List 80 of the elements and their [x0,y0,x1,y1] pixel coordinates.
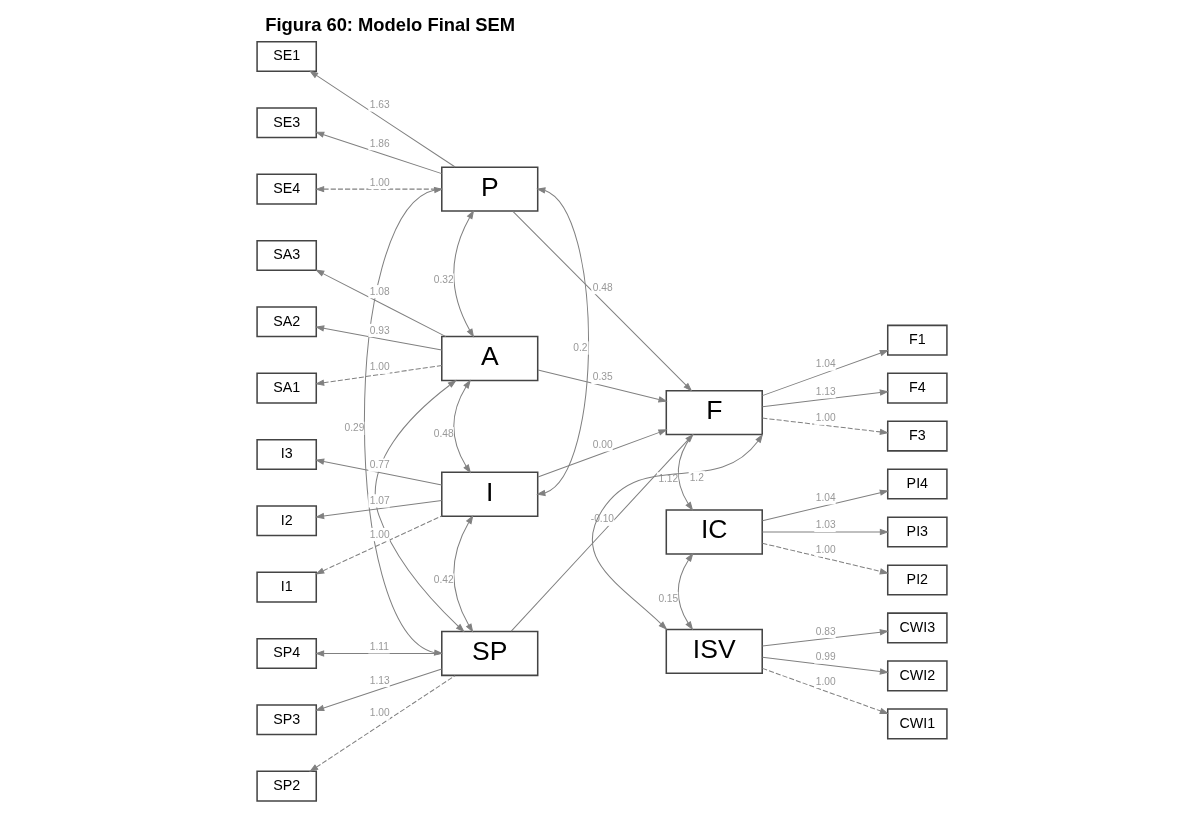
edge-label: 0.48 [433,427,454,439]
edge-label: 0.32 [433,273,454,285]
arrow [677,552,694,630]
node-box: SA2 [255,305,317,337]
edge-label: 1.07 [369,494,390,506]
arrow [314,499,442,519]
node-box: PI3 [886,515,948,548]
edge-label: 0.2 [572,341,587,353]
edge-label: 0.48 [592,281,613,293]
node-box: SE3 [255,106,317,138]
edge-label: 0.83 [815,625,836,637]
edge-label: 1.04 [815,357,836,369]
edge-label: 0.99 [815,650,836,662]
arrow [452,378,471,474]
arrow [314,514,442,574]
edge-label: 1.00 [369,360,390,372]
node-box: SE4 [255,173,317,205]
node-box: F4 [886,372,948,404]
arrow [452,209,474,338]
edge-label: 0.42 [433,573,454,585]
arrow [308,70,456,167]
edge-label: 1.03 [815,518,836,530]
edge-label: 1.63 [369,98,390,110]
arrow [314,131,442,174]
edge-label: 1.13 [369,674,390,686]
arrow [314,667,442,711]
node-box: F3 [886,420,948,452]
edge-label: 1.11 [369,640,389,652]
arrow [536,428,668,477]
node-box: SP3 [255,703,317,735]
node-box: SA1 [255,372,317,404]
node-box: IC [665,508,763,555]
node-box: F [665,389,763,435]
node-box: CWI1 [886,707,948,739]
node-box: SA3 [255,239,317,271]
edge-label: 1.00 [815,675,836,687]
arrow [452,514,473,633]
node-box: PI4 [886,468,948,500]
edge-label: 1.00 [369,528,390,540]
diagram-title: Figura 60: Modelo Final SEM [264,13,515,35]
node-box: SP4 [255,637,317,669]
edge-label: 0.29 [344,421,364,433]
arrow [511,210,692,392]
arrow [761,628,889,646]
node-box: SE1 [255,40,317,72]
edge-label: 1.08 [369,285,390,297]
node-box: A [440,335,538,381]
node-box: F1 [886,324,948,356]
edge-label: 0.15 [657,592,678,604]
arrow [761,667,889,714]
edge-label: 1.13 [815,385,836,397]
node-box: I2 [255,504,317,536]
edge-label: 1.00 [369,706,390,718]
edge-label: 1.00 [815,543,836,555]
arrow [761,417,889,435]
node-box: I1 [255,571,317,603]
edge-label: 1.12 [657,472,678,484]
edge-label: 1.00 [369,176,390,188]
arrow [761,656,889,675]
node-box: I3 [255,438,317,470]
node-box: CWI2 [886,659,948,691]
edge-label: 1.86 [369,137,390,149]
node-box: CWI3 [886,611,948,643]
node-box: P [440,165,538,212]
arrow [761,528,889,535]
node-box: PI2 [886,563,948,596]
edge-label: 1.2 [689,471,704,483]
arrow [374,379,465,632]
edge-label: 1.00 [815,411,836,423]
edge-label: 0.00 [592,438,613,450]
node-box: SP [440,630,538,676]
edge-label: 1.04 [815,491,836,503]
node-box: I [440,471,538,517]
arrow [761,388,889,407]
edge-label: 0.93 [369,324,390,336]
node-box: SP2 [255,770,317,802]
node-box: ISV [665,628,763,674]
arrow [314,364,442,386]
edge-label: 0.77 [369,458,390,470]
edge-label: 0.35 [592,370,613,382]
